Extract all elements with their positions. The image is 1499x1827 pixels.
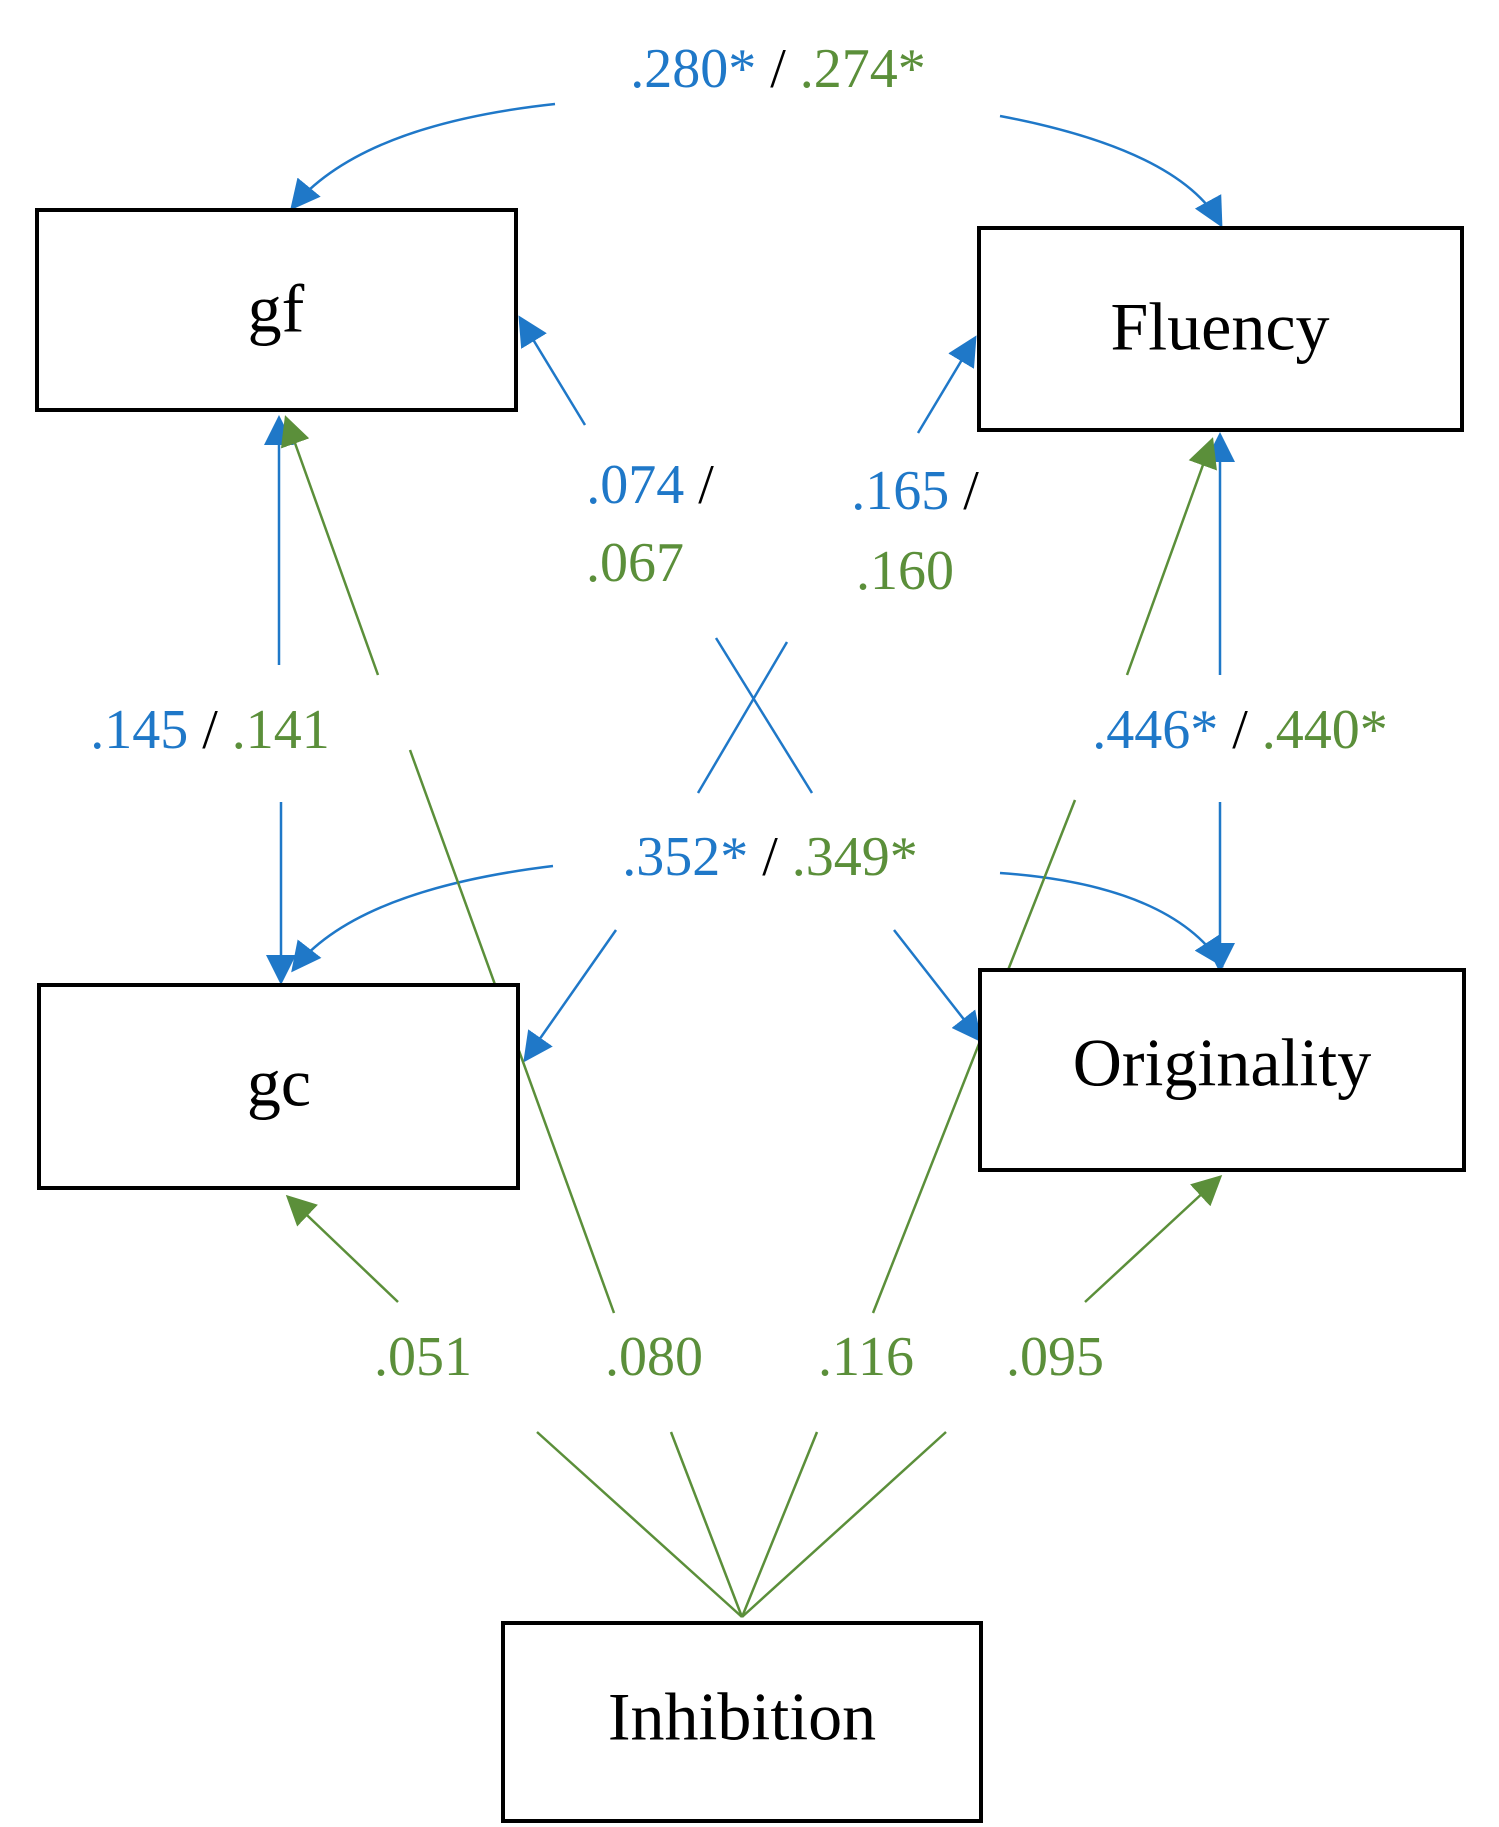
coef-gf-gc-m2: .141 — [232, 699, 330, 761]
coef-gf-originality-line1: .074 / — [586, 454, 714, 516]
coef-inhibition-fluency: .116 — [818, 1326, 914, 1388]
edge-inhibition-fan-1 — [536, 1431, 743, 1618]
edge-inhibition-originality-upper — [1084, 1174, 1223, 1303]
node-fluency-label: Fluency — [1110, 289, 1329, 365]
edge-inhibition-fluency-upper — [1125, 437, 1217, 676]
coef-gf-gc: .145 / .141 — [90, 699, 330, 761]
edge-gc-originality-right-curve — [999, 871, 1224, 968]
edge-fluency-gc-lower — [523, 929, 618, 1063]
coef-inhibition-gc: .051 — [374, 1326, 472, 1388]
node-gc-label: gc — [247, 1045, 311, 1121]
node-originality: Originality — [978, 968, 1466, 1172]
coef-fluency-gc-m1: .165 — [851, 460, 949, 522]
coef-fluency-gc-line1: .165 / — [851, 460, 979, 522]
coef-gf-originality-m1: .074 — [586, 454, 684, 516]
edge-inhibition-fan-2 — [669, 1431, 744, 1618]
coef-gf-fluency-m1: .280* — [630, 38, 756, 100]
edge-inhibition-fan-3 — [740, 1431, 819, 1618]
edge-inhibition-gf-upper — [280, 415, 380, 676]
node-inhibition: Inhibition — [501, 1621, 983, 1823]
coef-gf-fluency: .280* / .274* — [630, 38, 926, 100]
node-inhibition-label: Inhibition — [608, 1679, 876, 1755]
coef-fluency-gc-m2: .160 — [856, 540, 954, 602]
edge-cross-line-b — [696, 641, 789, 794]
coef-inhibition-originality: .095 — [1006, 1326, 1104, 1388]
coef-gc-originality: .352* / .349* — [622, 826, 918, 888]
coef-fluency-originality-m2: .440* — [1262, 699, 1388, 761]
coef-inhibition-gf: .080 — [605, 1326, 703, 1388]
node-originality-label: Originality — [1073, 1025, 1371, 1101]
node-fluency: Fluency — [977, 226, 1464, 432]
edge-gf-fluency-right-curve — [999, 114, 1223, 228]
edge-gf-originality-lower — [893, 929, 982, 1043]
edge-inhibition-fan-4 — [741, 1431, 947, 1618]
node-gf: gf — [35, 208, 518, 412]
edge-inhibition-fluency-lower — [871, 799, 1077, 1314]
edge-gf-fluency-left-curve — [290, 102, 556, 211]
coef-gf-fluency-m2: .274* — [800, 38, 926, 100]
edge-gf-originality-upper — [518, 315, 587, 426]
node-gc: gc — [37, 983, 520, 1190]
coef-fluency-originality-m1: .446* — [1092, 699, 1218, 761]
coef-gf-originality-m2: .067 — [586, 532, 684, 594]
coef-fluency-originality: .446* / .440* — [1092, 699, 1388, 761]
edge-fluency-gc-upper — [916, 335, 977, 434]
coef-gc-originality-m2: .349* — [792, 826, 918, 888]
edge-gc-originality-left-curve — [291, 864, 554, 973]
edge-cross-line-a — [714, 637, 814, 794]
edge-inhibition-gc-upper — [285, 1194, 399, 1303]
coef-gf-gc-m1: .145 — [90, 699, 188, 761]
coef-gc-originality-m1: .352* — [622, 826, 748, 888]
node-gf-label: gf — [248, 271, 305, 347]
